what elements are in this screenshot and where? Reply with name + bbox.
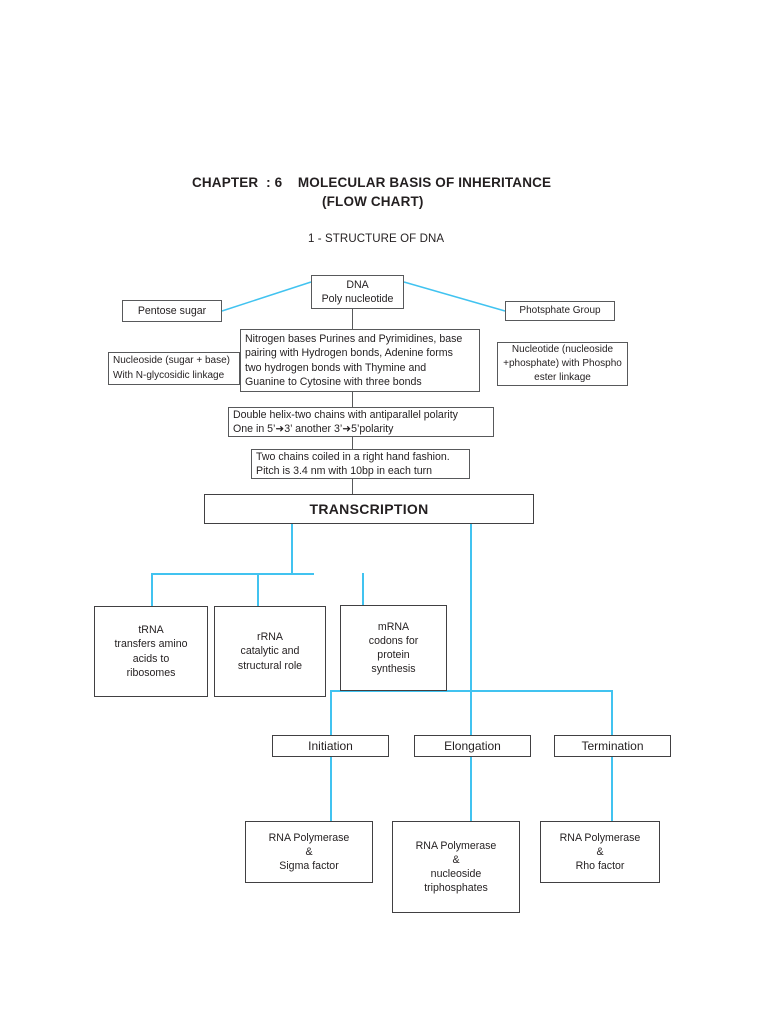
node-pitch[interactable]: Two chains coiled in a right hand fashio… xyxy=(251,449,470,479)
node-nucleoside-line1: Nucleoside (sugar + base) xyxy=(113,355,231,367)
node-rrna-line2: catalytic and xyxy=(240,645,300,658)
node-mrna[interactable]: mRNA codons for protein synthesis xyxy=(340,605,447,691)
node-nitrogen-bases-line1: Nitrogen bases Purines and Pyrimidines, … xyxy=(245,333,463,346)
connector-stage-bus xyxy=(330,690,612,692)
connector-transcription-to-elongation xyxy=(470,523,472,736)
node-nitrogen-bases-line4: Guanine to Cytosine with three bonds xyxy=(245,375,422,388)
connector-bus-to-rrna xyxy=(257,573,259,607)
node-initiation-detail-line1: RNA Polymerase xyxy=(268,831,350,844)
node-trna-line4: ribosomes xyxy=(126,666,176,679)
node-phosphate-group[interactable]: Photsphate Group xyxy=(505,301,615,321)
node-trna-line2: transfers amino xyxy=(114,638,188,651)
connector-double-helix-to-pitch xyxy=(352,437,354,449)
node-double-helix-line1: Double helix-two chains with antiparalle… xyxy=(233,408,458,421)
connector-bus-to-trna xyxy=(151,573,153,607)
node-pentose-sugar[interactable]: Pentose sugar xyxy=(122,300,222,322)
node-mrna-line3: protein xyxy=(377,649,410,661)
node-nitrogen-bases-line2: pairing with Hydrogen bonds, Adenine for… xyxy=(245,347,453,360)
node-nucleotide-line3: ester linkage xyxy=(534,372,591,384)
node-transcription-label: TRANSCRIPTION xyxy=(309,500,429,517)
node-initiation-detail[interactable]: RNA Polymerase & Sigma factor xyxy=(245,821,373,883)
node-rrna[interactable]: rRNA catalytic and structural role xyxy=(214,606,326,697)
node-initiation[interactable]: Initiation xyxy=(272,735,389,757)
connector-bus-to-initiation xyxy=(330,690,332,736)
node-mrna-line2: codons for xyxy=(368,634,419,647)
node-termination-detail-line3: Rho factor xyxy=(575,860,625,873)
node-termination[interactable]: Termination xyxy=(554,735,671,757)
node-elongation-detail[interactable]: RNA Polymerase & nucleoside triphosphate… xyxy=(392,821,520,913)
node-pitch-line2: Pitch is 3.4 nm with 10bp in each turn xyxy=(256,465,433,477)
connector-termination-to-detail xyxy=(611,757,613,821)
node-rrna-line1: rRNA xyxy=(257,631,283,644)
node-elongation[interactable]: Elongation xyxy=(414,735,531,757)
node-nitrogen-bases[interactable]: Nitrogen bases Purines and Pyrimidines, … xyxy=(240,329,480,392)
node-mrna-line1: mRNA xyxy=(377,620,410,633)
node-nucleotide[interactable]: Nucleotide (nucleoside +phosphate) with … xyxy=(497,342,628,386)
connector-rna-bus xyxy=(151,573,314,575)
node-nucleoside[interactable]: Nucleoside (sugar + base) With N-glycosi… xyxy=(108,352,240,385)
node-initiation-detail-line3: Sigma factor xyxy=(279,860,339,873)
node-trna[interactable]: tRNA transfers amino acids to ribosomes xyxy=(94,606,208,697)
node-nucleotide-line1: Nucleotide (nucleoside xyxy=(511,343,614,355)
node-dna-line2: Poly nucleotide xyxy=(321,293,394,305)
node-double-helix-line2: One in 5’➜3’ another 3’➜5’polarity xyxy=(233,423,394,435)
node-initiation-label: Initiation xyxy=(308,738,353,753)
connector-transcription-drop xyxy=(291,523,293,574)
node-mrna-line4: synthesis xyxy=(371,663,416,676)
node-dna-line1: DNA xyxy=(346,278,369,291)
node-termination-label: Termination xyxy=(581,738,644,753)
flow-chart-subtitle-bold: (FLOW CHART) xyxy=(322,194,424,209)
node-pitch-line1: Two chains coiled in a right hand fashio… xyxy=(256,450,450,463)
node-termination-detail[interactable]: RNA Polymerase & Rho factor xyxy=(540,821,660,883)
chapter-title: CHAPTER : 6 MOLECULAR BASIS OF INHERITAN… xyxy=(192,175,552,190)
connector-bus-to-mrna xyxy=(362,573,364,607)
node-elongation-detail-line1: RNA Polymerase xyxy=(415,839,497,852)
node-nucleotide-line2: +phosphate) with Phospho xyxy=(503,357,622,369)
node-double-helix[interactable]: Double helix-two chains with antiparalle… xyxy=(228,407,494,437)
node-trna-line3: acids to xyxy=(132,652,170,665)
node-nucleoside-line2: With N-glycosidic linkage xyxy=(113,369,225,381)
connector-initiation-to-detail xyxy=(330,757,332,821)
node-dna[interactable]: DNA Poly nucleotide xyxy=(311,275,404,309)
node-nitrogen-bases-line3: two hydrogen bonds with Thymine and xyxy=(245,361,427,374)
connector-dna-to-nitrogen-bases xyxy=(352,308,354,329)
node-transcription[interactable]: TRANSCRIPTION xyxy=(204,494,534,524)
node-elongation-detail-line3: nucleoside xyxy=(430,868,482,880)
node-trna-line1: tRNA xyxy=(138,624,164,637)
node-initiation-detail-line2: & xyxy=(305,845,313,858)
node-elongation-detail-line2: & xyxy=(452,853,460,866)
connector-nitrogen-bases-to-double-helix xyxy=(352,392,354,408)
connector-bus-to-termination xyxy=(611,690,613,736)
connector-elongation-to-detail xyxy=(470,757,472,821)
connector-pitch-to-transcription xyxy=(352,478,354,494)
node-phosphate-group-label: Photsphate Group xyxy=(519,304,601,316)
node-termination-detail-line2: & xyxy=(596,845,604,858)
node-rrna-line3: structural role xyxy=(237,659,303,672)
section-heading: 1 - STRUCTURE OF DNA xyxy=(308,233,445,245)
node-elongation-label: Elongation xyxy=(444,738,501,753)
node-pentose-sugar-label: Pentose sugar xyxy=(137,304,207,317)
node-elongation-detail-line4: triphosphates xyxy=(424,882,488,895)
node-termination-detail-line1: RNA Polymerase xyxy=(559,831,641,844)
